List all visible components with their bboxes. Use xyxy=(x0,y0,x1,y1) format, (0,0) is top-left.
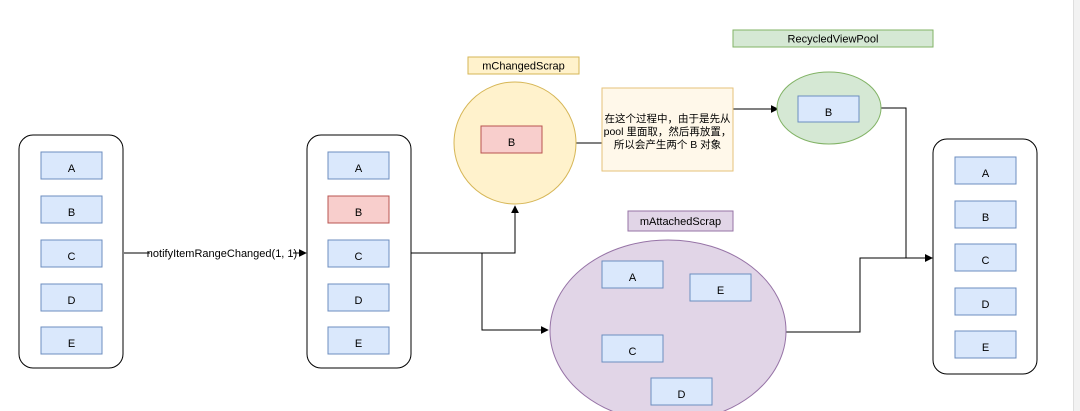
recycled-pool-item-b xyxy=(797,95,860,123)
attached-scrap-item-d-label: D xyxy=(678,389,686,401)
list-right: A B C D E xyxy=(954,156,1017,359)
attached-scrap-item-c-label: C xyxy=(629,346,637,358)
recycled-pool-item-b-label: B xyxy=(825,107,832,119)
list-right-item-e xyxy=(954,330,1017,359)
list-right-item-a xyxy=(954,156,1017,185)
list-middle-item-d xyxy=(327,283,390,312)
list-left-item-d-label: D xyxy=(68,295,76,307)
list-right-item-c xyxy=(954,243,1017,272)
attached-scrap-item-e-label: E xyxy=(717,285,724,297)
edge-to-changed-scrap xyxy=(411,205,519,254)
list-middle: A B C D E xyxy=(327,151,390,355)
list-middle-item-e xyxy=(327,326,390,355)
changed-scrap-item-b xyxy=(480,125,543,154)
list-right-item-d-label: D xyxy=(982,299,990,311)
explanation-note-line-3: 所以会产生两个 B 对象 xyxy=(614,138,721,151)
list-middle-item-a xyxy=(327,151,390,180)
attached-scrap-item-d xyxy=(650,377,713,406)
list-left-item-c xyxy=(40,239,103,268)
list-right-item-c-label: C xyxy=(982,255,990,267)
list-middle-item-e-label: E xyxy=(355,338,362,350)
list-right-item-e-label: E xyxy=(982,342,989,354)
list-middle-item-a-label: A xyxy=(355,163,363,175)
attached-scrap-item-c xyxy=(601,334,664,363)
attached-scrap-item-e xyxy=(689,273,752,302)
list-middle-item-c xyxy=(327,239,390,268)
edge-label: notifyItemRangeChanged(1, 1) xyxy=(147,248,297,260)
list-left-item-e-label: E xyxy=(68,338,75,350)
list-right-item-a-label: A xyxy=(982,168,990,180)
list-right-item-d xyxy=(954,287,1017,316)
list-left-item-b xyxy=(40,195,103,224)
recycled-pool-title: RecycledViewPool xyxy=(788,34,879,46)
list-left: A B C D E xyxy=(40,151,103,355)
list-right-item-b xyxy=(954,200,1017,229)
attached-scrap-title-box xyxy=(627,210,734,232)
list-right-item-b-label: B xyxy=(982,212,989,224)
explanation-note-line-1: 在这个过程中，由于是先从 xyxy=(605,112,731,125)
edge-to-attached-scrap xyxy=(481,253,549,334)
attached-scrap-title: mAttachedScrap xyxy=(640,216,721,228)
list-left-item-c-label: C xyxy=(68,251,76,263)
list-left-item-d xyxy=(40,283,103,312)
recycled-pool-title-box xyxy=(732,29,934,48)
attached-scrap-item-a-label: A xyxy=(629,272,637,284)
attached-scrap-item-a xyxy=(601,260,664,289)
changed-scrap-title-box xyxy=(467,56,580,75)
list-left-item-b-label: B xyxy=(68,207,75,219)
list-left-item-e xyxy=(40,326,103,355)
changed-scrap-title: mChangedScrap xyxy=(482,61,565,73)
edge-attached-to-right-list xyxy=(714,254,933,333)
changed-scrap-item-b-label: B xyxy=(508,137,515,149)
explanation-note-line-2: pool 里面取，然后再放置， xyxy=(604,125,732,138)
list-left-item-a-label: A xyxy=(68,163,76,175)
list-middle-item-d-label: D xyxy=(355,295,363,307)
canvas-right-scrollbar[interactable] xyxy=(1073,0,1080,411)
list-middle-item-b-highlighted xyxy=(327,195,390,224)
explanation-note-box xyxy=(601,87,734,172)
edge-pool-to-right-list xyxy=(881,107,933,262)
list-middle-item-b-label: B xyxy=(355,207,362,219)
edge-label-bg xyxy=(150,245,293,261)
list-middle-item-c-label: C xyxy=(355,251,363,263)
list-left-item-a xyxy=(40,151,103,180)
